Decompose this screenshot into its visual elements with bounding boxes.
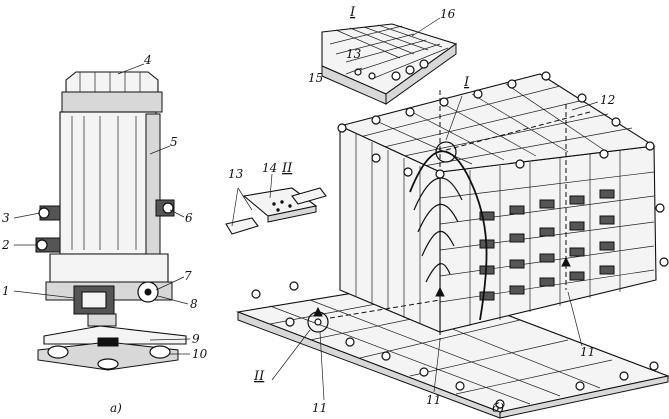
panel-b-caption: б): [492, 401, 504, 415]
detail-I-inset: I: [321, 5, 458, 105]
callout-label: 11: [580, 345, 595, 359]
callout-label: 5: [170, 135, 178, 149]
callouts-a: 4 5 3 6 2 7 1 8 9 10: [1, 53, 208, 361]
panel-a-caption: а): [110, 401, 122, 415]
instrument-drawing: [35, 71, 187, 371]
callout-label: 16: [440, 7, 456, 21]
leader-lines-b: [231, 17, 599, 401]
callout-label: 11: [426, 393, 441, 407]
side-knob: [35, 237, 61, 253]
detail-mark: II: [281, 161, 293, 176]
callout-label: 13: [228, 167, 244, 181]
callout-label: 9: [192, 332, 200, 346]
callout-label: 14: [262, 161, 277, 175]
callout-label: 11: [312, 401, 327, 415]
callout-label: 15: [308, 71, 323, 85]
callout-label: 8: [190, 297, 198, 311]
callout-label: 12: [600, 93, 615, 107]
detail-mark: I: [349, 5, 356, 20]
callout-label: 6: [185, 211, 193, 225]
callout-label: 10: [192, 347, 208, 361]
side-knob: [38, 205, 61, 221]
model-building: [251, 71, 669, 409]
callout-label: 13: [346, 47, 362, 61]
detail-mark: II: [253, 369, 265, 384]
detail-II-inset: II: [225, 161, 327, 235]
detail-mark: I: [463, 75, 470, 90]
callout-label: 7: [184, 269, 192, 283]
bolt-set: [251, 71, 669, 409]
leader-lines-a: [13, 63, 191, 355]
callout-label: 3: [2, 211, 10, 225]
callout-label: 1: [2, 284, 10, 298]
callout-label: 2: [1, 238, 10, 252]
callout-label: 4: [143, 53, 152, 67]
side-knob: [155, 199, 175, 217]
callouts-b: 16 13 15 12 14 13 11 11 11: [228, 7, 615, 415]
